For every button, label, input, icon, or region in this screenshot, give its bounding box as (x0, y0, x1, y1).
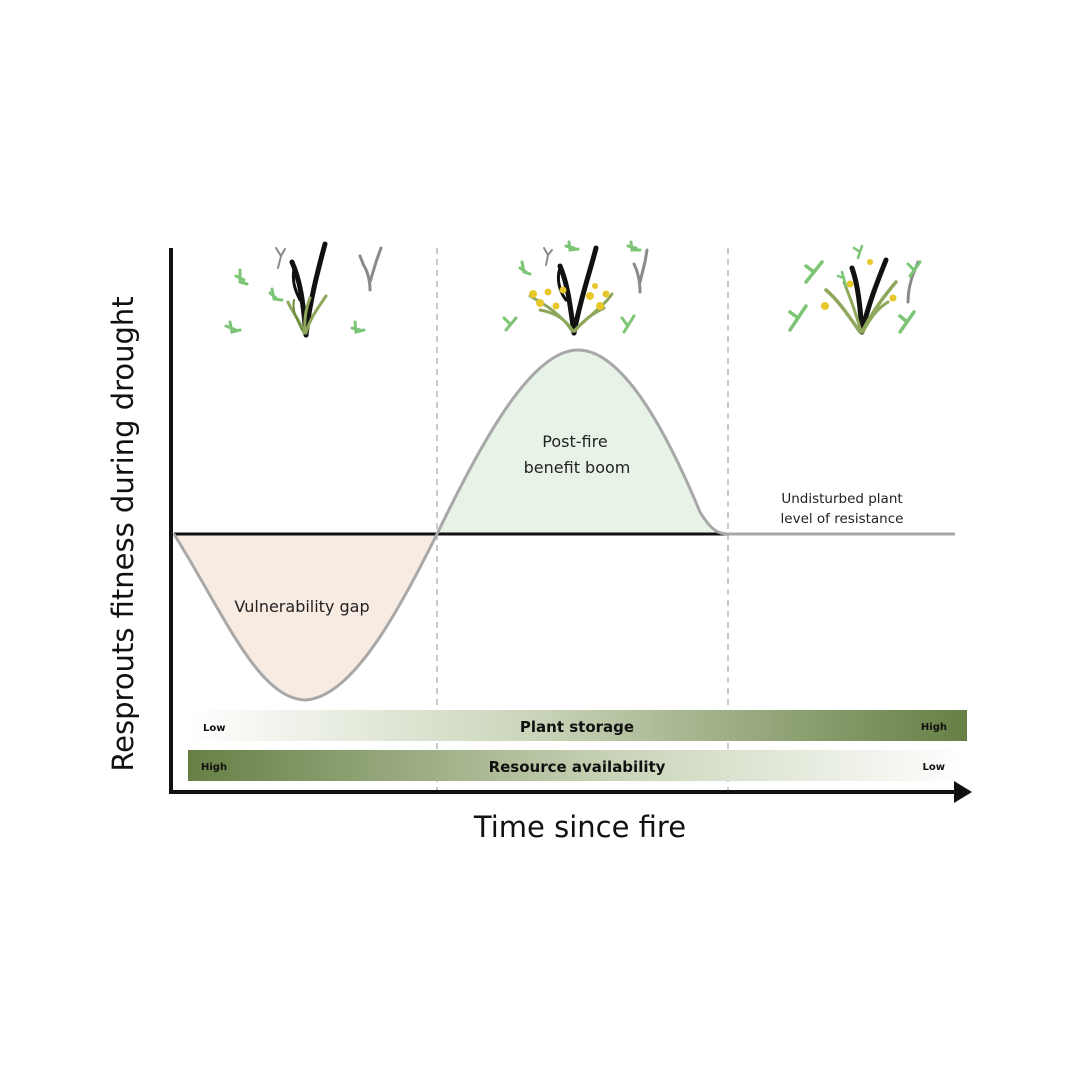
resource-availability-high-label: High (201, 762, 227, 773)
vulnerability-gap-label: Vulnerability gap (234, 597, 369, 616)
resprouting-plant-icon (224, 241, 383, 338)
flowering-plant-icon (502, 240, 649, 336)
resource-availability-gradient (188, 750, 967, 781)
benefit-boom-area (437, 350, 728, 534)
resource-availability-low-label: Low (923, 762, 945, 773)
plant-storage-gradient (188, 710, 967, 741)
benefit-boom-label-line2: benefit boom (524, 458, 631, 477)
plant-storage-bar: Low Plant storage High (188, 710, 967, 741)
resource-availability-title: Resource availability (489, 758, 666, 776)
plant-storage-low-label: Low (203, 723, 225, 734)
resource-availability-bar: High Resource availability Low (188, 750, 967, 781)
x-axis-arrowhead (954, 781, 972, 803)
plant-storage-high-label: High (921, 722, 947, 733)
mature-plant-icon (788, 244, 922, 335)
y-axis-title: Resprouts fitness during drought (106, 296, 140, 771)
x-axis-title: Time since fire (473, 810, 686, 844)
undisturbed-label-line2: level of resistance (781, 511, 904, 527)
vulnerability-gap-area (174, 534, 437, 700)
plant-storage-title: Plant storage (520, 718, 634, 736)
undisturbed-label-line1: Undisturbed plant (781, 491, 902, 507)
benefit-boom-label-line1: Post-fire (542, 432, 607, 451)
fitness-curve (172, 348, 955, 702)
